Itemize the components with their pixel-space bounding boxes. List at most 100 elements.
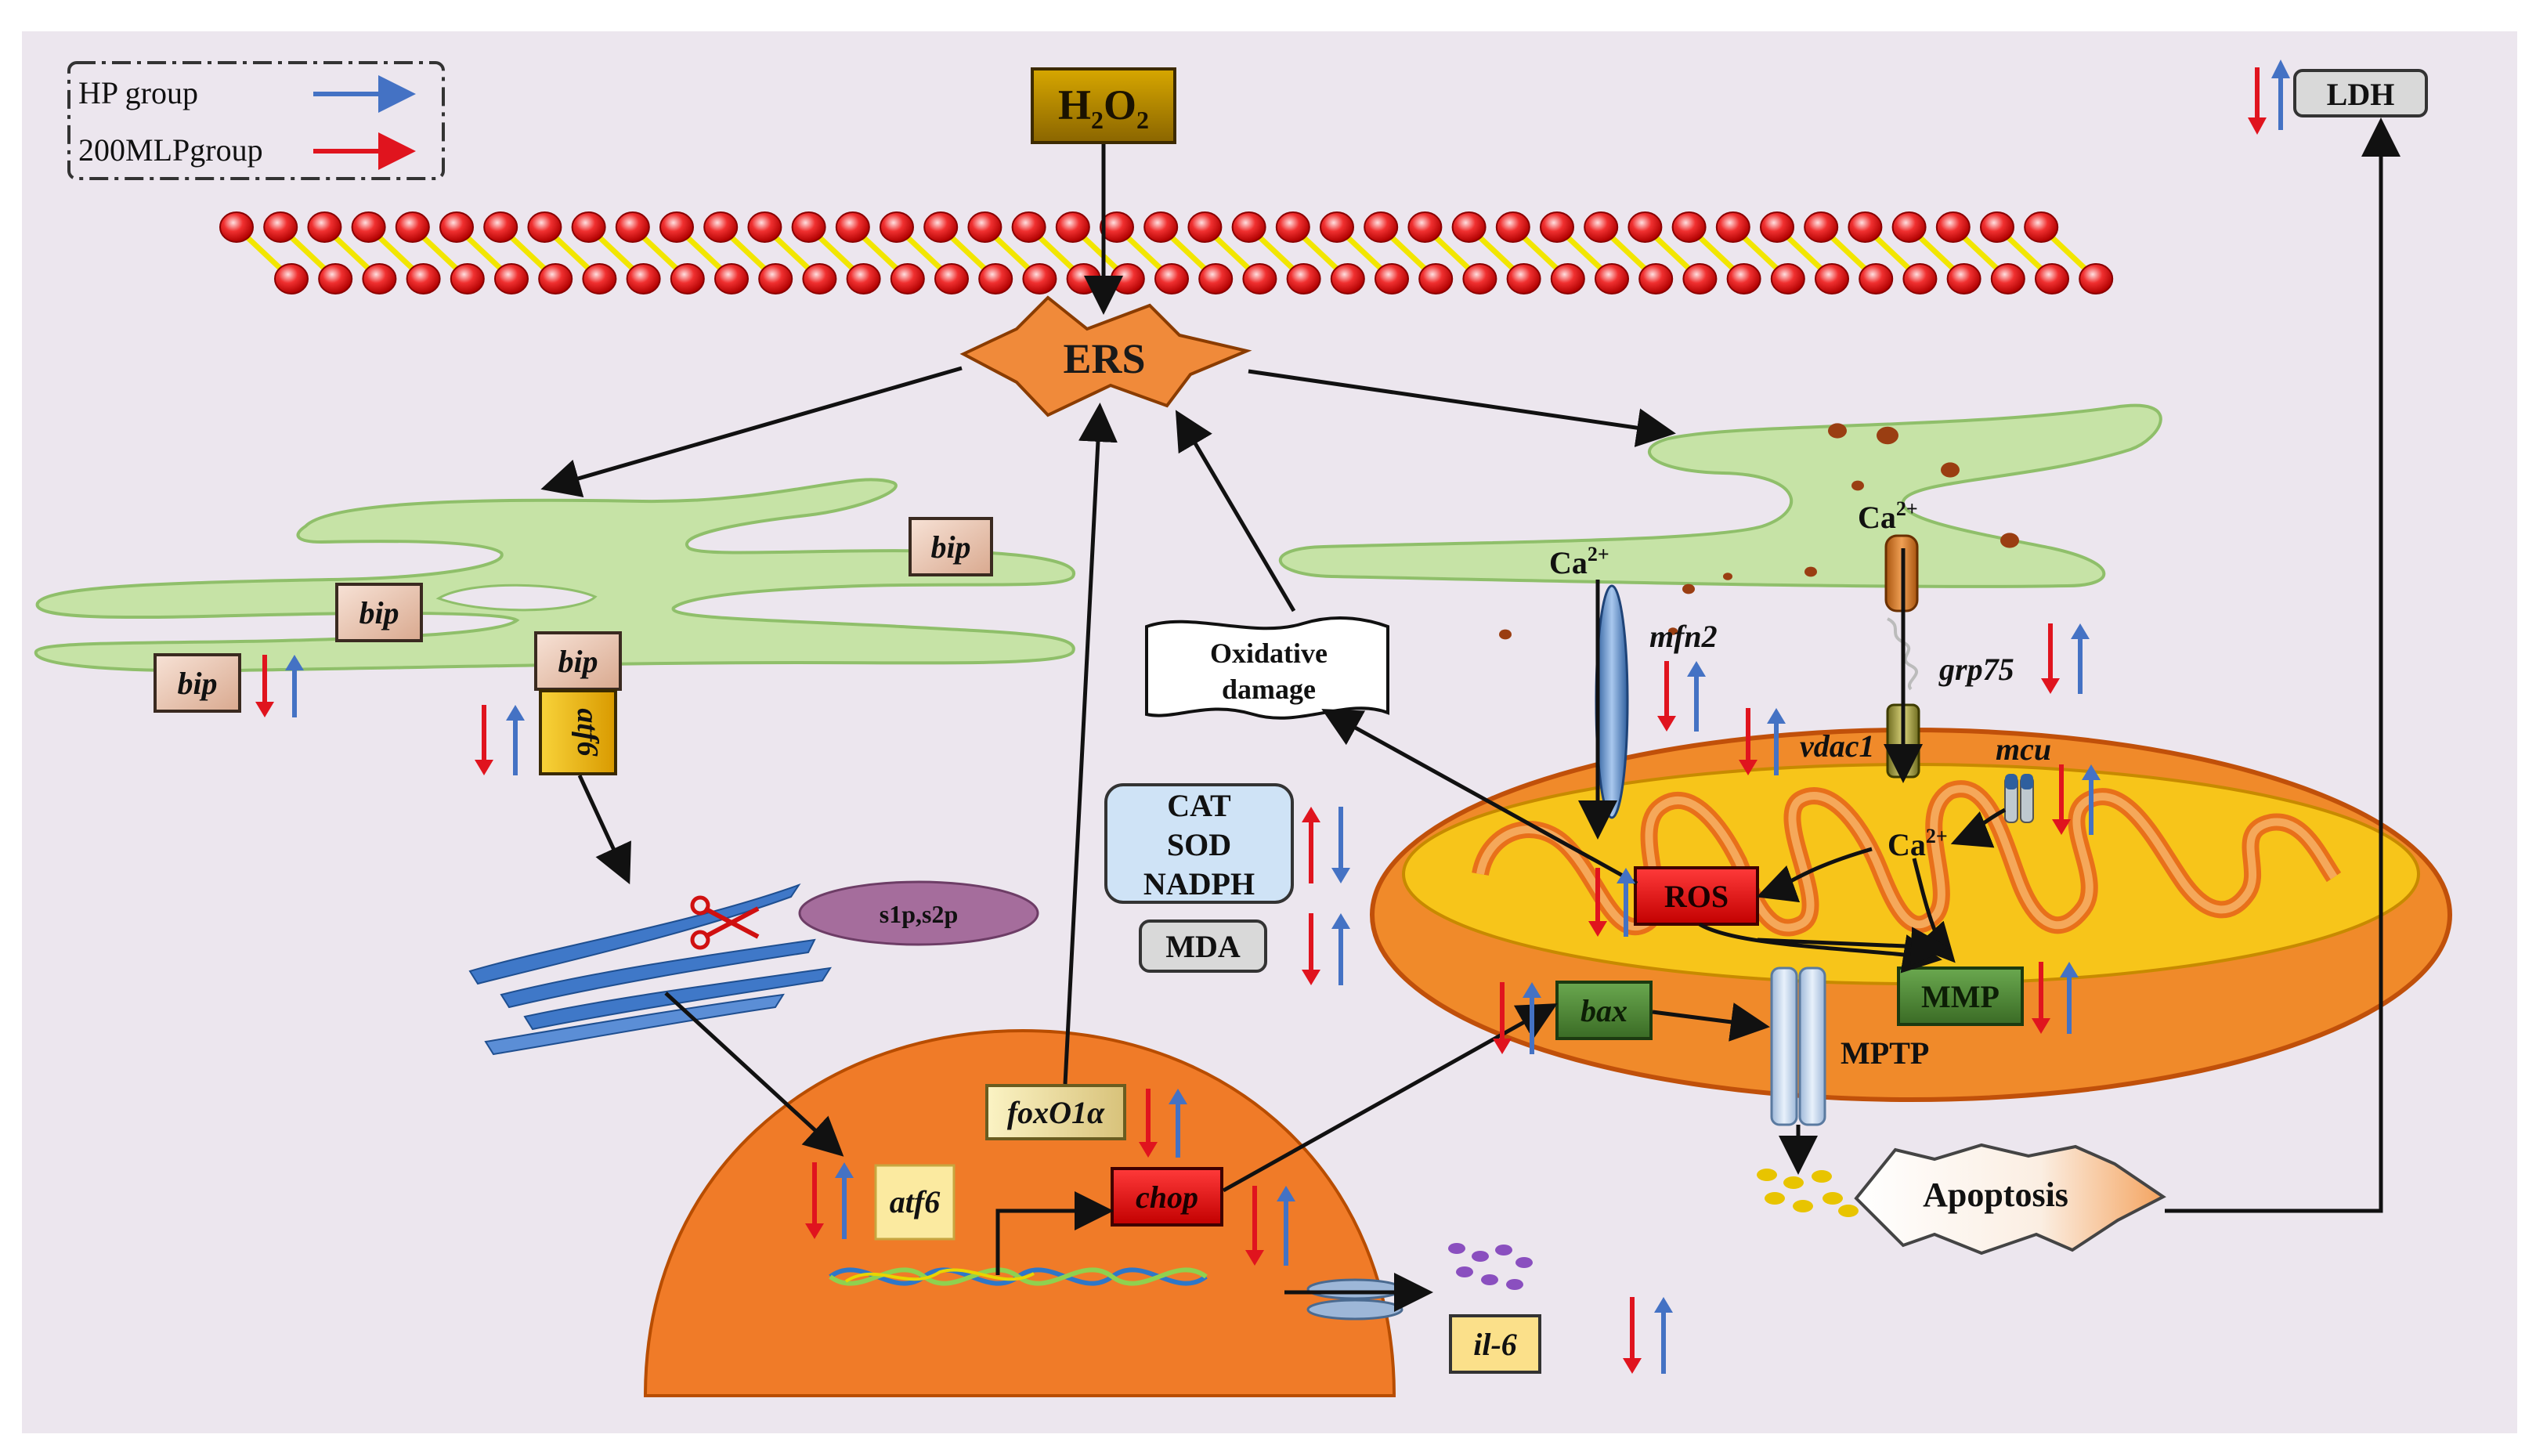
lipid-head <box>1859 263 1894 294</box>
mlp-arrow-down-icon <box>1493 982 1512 1054</box>
lipid-head <box>274 263 309 294</box>
apoptosis-to-ldh-arrow <box>2165 117 2401 1213</box>
foxo1a-to-ers-arrow <box>1063 403 1118 1085</box>
lipid-head <box>1682 263 1718 294</box>
foxo1a-box: foxO1α <box>985 1084 1126 1140</box>
mlp-arrow-down-icon <box>1657 661 1676 732</box>
lipid-head <box>1330 263 1365 294</box>
lipid-head <box>1011 211 1046 243</box>
s1p-s2p-ellipse: s1p,s2p <box>798 880 1039 946</box>
oxidative-label-line1: Oxidative <box>1210 638 1328 669</box>
right-er <box>1279 403 2162 588</box>
il6-label: il-6 <box>1473 1327 1517 1362</box>
lipid-head <box>1022 263 1057 294</box>
lipid-head <box>659 211 694 243</box>
mcu-channel <box>2004 774 2034 823</box>
bip-label: bip <box>558 644 598 679</box>
lipid-head <box>1804 211 1839 243</box>
lipid-head <box>1550 263 1585 294</box>
lipid-head <box>835 211 870 243</box>
lipid-head <box>1990 263 2025 294</box>
ca-label-left: Ca2+ <box>1549 543 1609 580</box>
mptp-channel <box>1770 966 1826 1126</box>
calcium-dot <box>1804 566 1817 577</box>
lipid-head <box>670 263 705 294</box>
lipid-head <box>494 263 529 294</box>
calcium-dot <box>1682 583 1695 594</box>
il6-particles <box>1448 1243 1533 1290</box>
lipid-head <box>2035 263 2069 294</box>
ros-box: ROS <box>1634 866 1759 926</box>
calcium-dot <box>1851 480 1864 491</box>
lipid-head <box>1154 263 1189 294</box>
lipid-head <box>2024 211 2059 243</box>
hp-arrow-up-icon <box>1331 913 1350 985</box>
lipid-head <box>1638 263 1674 294</box>
lipid-head <box>1110 263 1145 294</box>
calcium-dot <box>1723 573 1732 580</box>
lipid-head <box>1935 211 1971 243</box>
lipid-head <box>703 211 739 243</box>
pathway-arrows <box>540 117 2401 1213</box>
lipid-head <box>1627 211 1663 243</box>
ers-label: ERS <box>1063 335 1145 382</box>
ca-label-top: Ca2+ <box>1858 497 1918 535</box>
ros-to-mmp-arrow <box>1698 922 1942 974</box>
lipid-head <box>1364 211 1399 243</box>
atf6-to-cleavage-arrow <box>577 774 631 885</box>
change-arrows <box>255 623 2101 1374</box>
lipid-head <box>714 263 749 294</box>
ca-to-ros-arrow <box>1756 847 1873 903</box>
lipid-head <box>615 211 650 243</box>
mlp-arrow-down-icon <box>475 705 493 775</box>
lipid-head <box>450 263 485 294</box>
antioxidant-box: CAT SOD NADPH <box>1104 783 1294 904</box>
lipid-head <box>527 211 562 243</box>
lipid-head <box>1770 263 1805 294</box>
lipid-head <box>1946 263 1981 294</box>
lipid-head <box>2079 263 2114 294</box>
ldh-label: LDH <box>2327 77 2395 112</box>
calcium-dot <box>1941 462 1960 478</box>
calcium-dot <box>1668 627 1678 635</box>
mlp-arrow-up-icon <box>1302 807 1320 883</box>
cell-membrane <box>219 211 2114 294</box>
atf6-er-box: atf6 <box>539 689 617 775</box>
lipid-head <box>923 211 959 243</box>
lipid-head <box>791 211 826 243</box>
mmp-box: MMP <box>1897 966 2024 1026</box>
mlp-arrow-down-icon <box>2041 623 2060 694</box>
ros-to-oxidative-arrow <box>1321 709 1638 886</box>
lipid-head <box>934 263 969 294</box>
lipid-head <box>439 211 474 243</box>
bax-label: bax <box>1580 993 1627 1028</box>
mlp-arrow-down-icon <box>2052 764 2071 835</box>
lipid-head <box>758 263 793 294</box>
lipid-head <box>890 263 925 294</box>
apoptosis-star: Apoptosis <box>1854 1143 2166 1255</box>
oxidative-label-line2: damage <box>1222 674 1316 705</box>
lipid-head <box>1320 211 1354 243</box>
lipid-head <box>307 211 342 243</box>
atf6-label: atf6 <box>571 708 604 756</box>
mlp-arrow-down-icon <box>1302 913 1320 985</box>
lipid-head <box>747 211 782 243</box>
lipid-head <box>1242 263 1277 294</box>
vdac1-label: vdac1 <box>1800 728 1875 764</box>
lipid-head <box>880 211 914 243</box>
lipid-head <box>538 263 573 294</box>
bip-box-4: bip <box>534 631 622 691</box>
ers-star: ERS <box>959 295 1252 417</box>
mda-box: MDA <box>1139 919 1267 973</box>
atf6-nucleus-box: atf6 <box>874 1164 956 1241</box>
h2o2-label: H2O2 <box>1058 81 1149 134</box>
dna-helix-icon <box>829 1267 1208 1286</box>
lipid-head <box>1848 211 1883 243</box>
calcium-dot <box>1499 629 1512 640</box>
lipid-head <box>1540 211 1574 243</box>
lipid-head <box>1715 211 1750 243</box>
lipid-head <box>1375 263 1409 294</box>
lipid-head <box>1595 263 1629 294</box>
